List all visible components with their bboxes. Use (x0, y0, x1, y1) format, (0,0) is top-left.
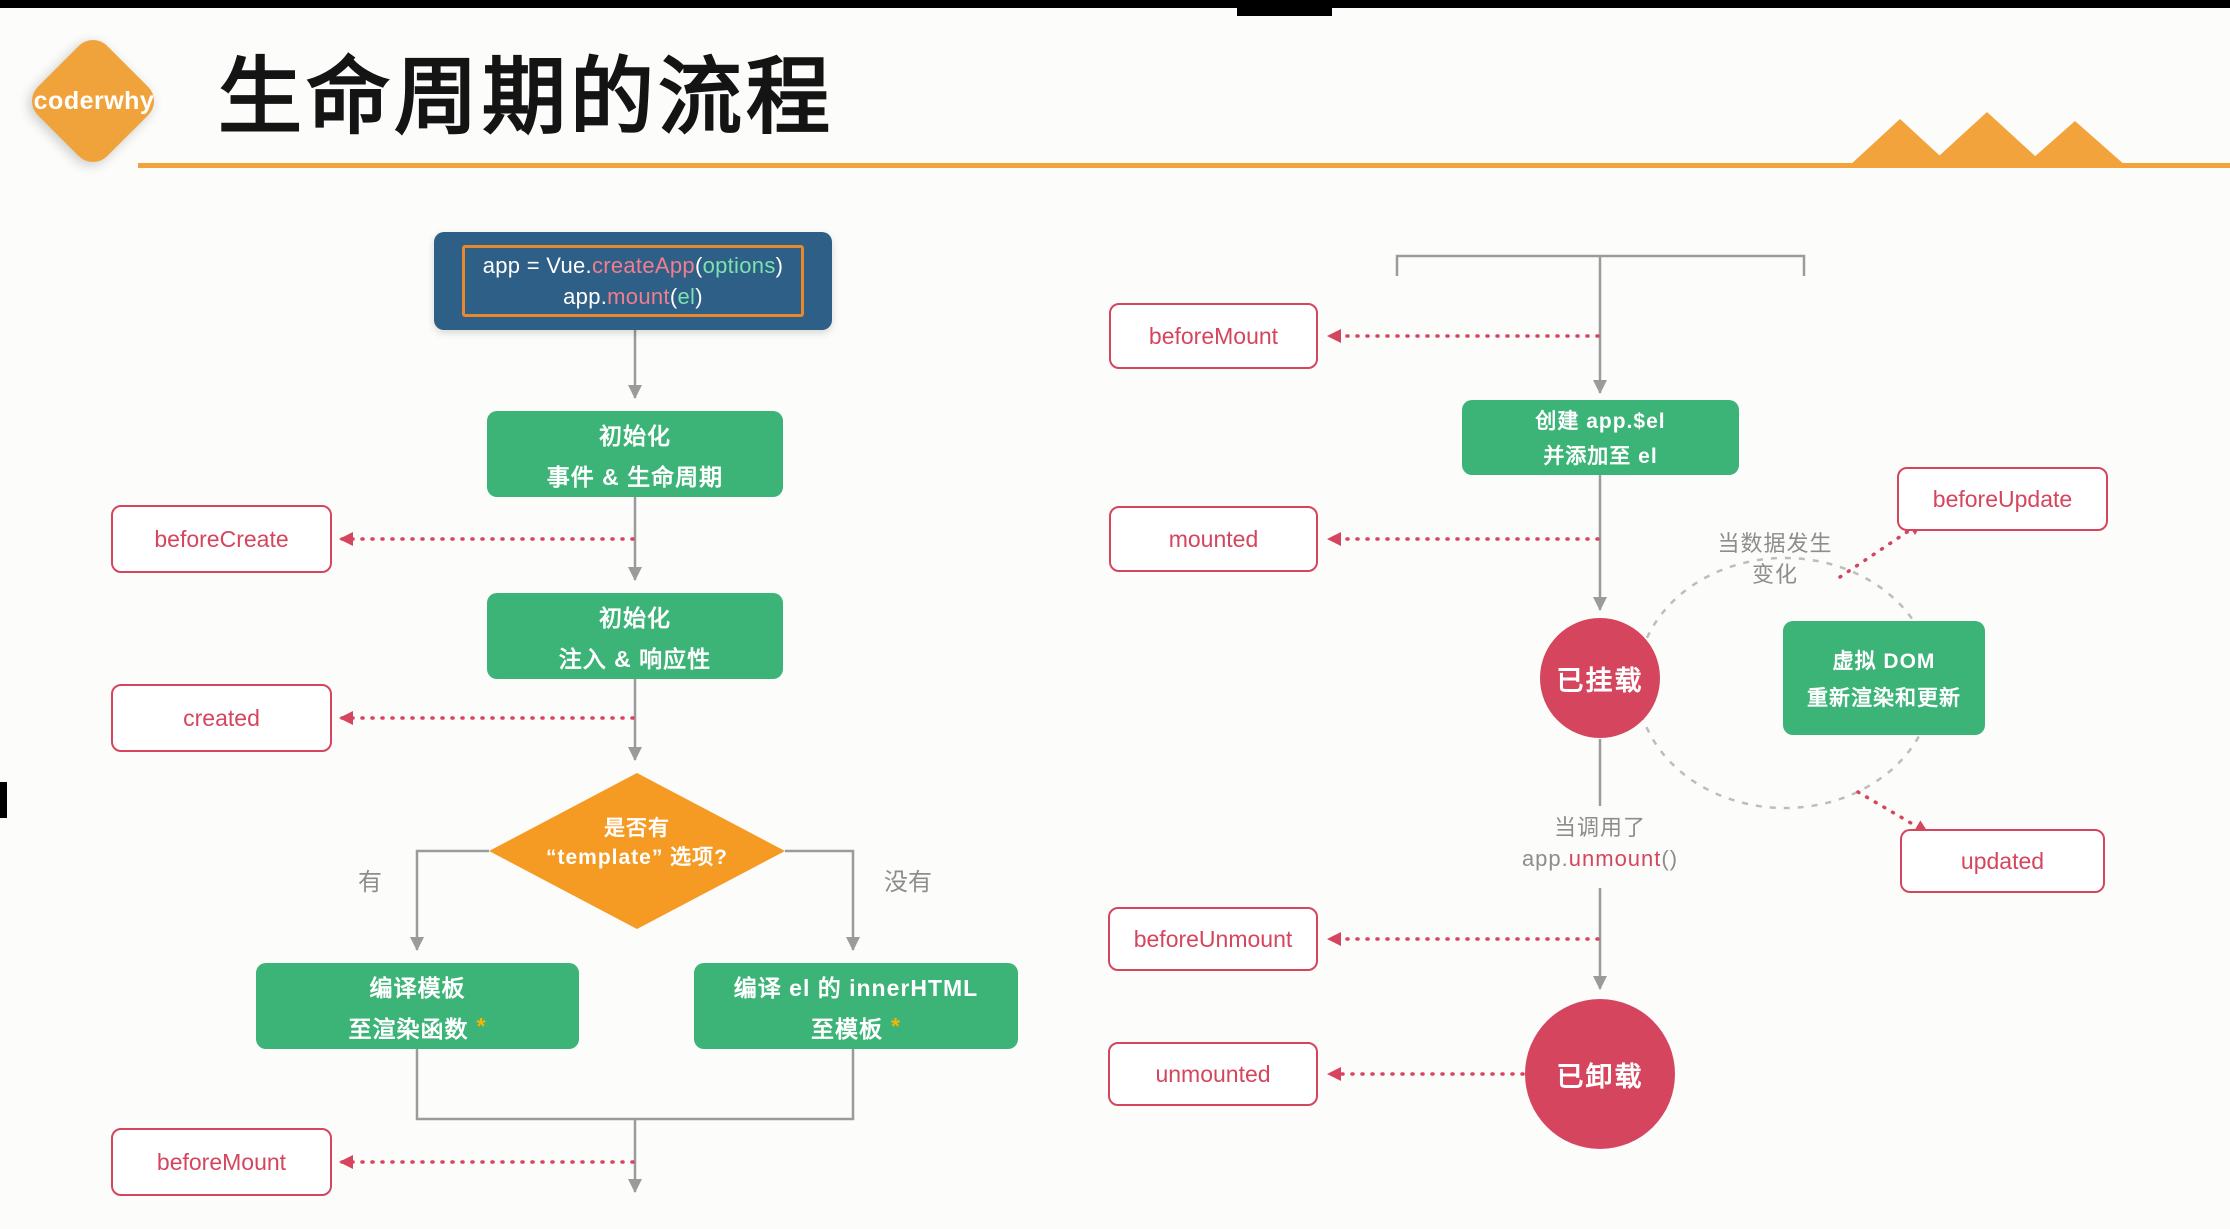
left-flow-lines (410, 330, 860, 1193)
unmounted-state-circle (1525, 999, 1675, 1149)
top-black-segment (1237, 0, 1332, 16)
step-compile-template: 编译模板 至渲染函数* (256, 963, 579, 1049)
right-flow-lines (1395, 254, 1806, 990)
template-decision-diamond (489, 773, 785, 929)
note-data-change: 当数据发生 变化 (1717, 531, 1833, 587)
left-edge-notch (0, 782, 7, 818)
code-line-2: app.mount(el) (563, 284, 703, 309)
code-line-1: app = Vue.createApp(options) (482, 253, 784, 278)
hook-created: created (111, 684, 332, 752)
right-hook-arrows (1326, 329, 1600, 1081)
unmounted-state-label: 已卸载 (1556, 1061, 1644, 1092)
logo-text: coderwhy (33, 87, 155, 115)
hook-beforeupdate: beforeUpdate (1897, 467, 2108, 531)
template-decision-label: 是否有 “template” 选项? (545, 817, 729, 869)
branch-no-label: 没有 (884, 869, 932, 896)
hook-unmounted: unmounted (1108, 1042, 1318, 1106)
step-init-events: 初始化 事件 & 生命周期 (487, 411, 783, 497)
step-init-injection: 初始化 注入 & 响应性 (487, 593, 783, 679)
mounted-state-circle (1540, 618, 1660, 738)
branch-yes-label: 有 (358, 869, 382, 896)
page-title: 生命周期的流程 (218, 50, 835, 144)
hook-updated: updated (1900, 829, 2105, 893)
note-unmount-call: 当调用了 app.unmount() (1521, 815, 1679, 871)
createapp-code: app = Vue.createApp(options) app.mount(e… (462, 245, 804, 317)
hook-beforecreate: beforeCreate (111, 505, 332, 573)
footnote-star: * (891, 1013, 901, 1039)
hook-beforemount-left: beforeMount (111, 1128, 332, 1196)
step-virtual-dom-rerender: 虚拟 DOM 重新渲染和更新 (1783, 621, 1985, 735)
hook-beforemount-right: beforeMount (1109, 303, 1318, 369)
step-create-app-el: 创建 app.$el 并添加至 el (1462, 400, 1739, 475)
left-hook-arrows (338, 532, 635, 1169)
mounted-state-label: 已挂载 (1556, 665, 1644, 696)
top-black-strip (0, 0, 2230, 8)
step-compile-el-innerhtml: 编译 el 的 innerHTML 至模板* (694, 963, 1018, 1049)
createapp-code-box: app = Vue.createApp(options) app.mount(e… (434, 232, 832, 330)
hook-beforeunmount: beforeUnmount (1108, 907, 1318, 971)
zigzag-icon (1849, 112, 2126, 166)
title-underline (138, 163, 2230, 168)
footnote-star: * (476, 1013, 487, 1039)
hook-mounted: mounted (1109, 506, 1318, 572)
update-loop-arrows (1838, 520, 1930, 835)
